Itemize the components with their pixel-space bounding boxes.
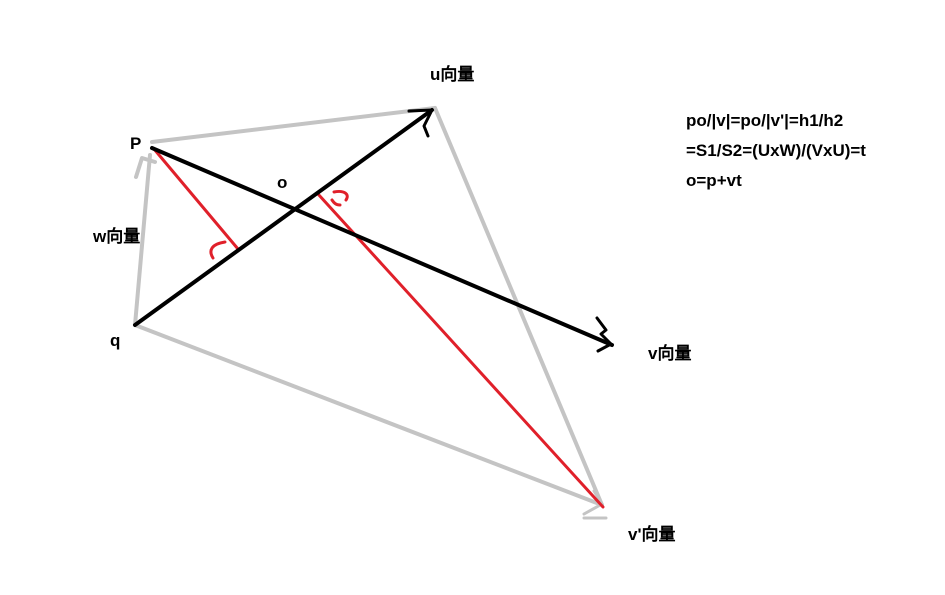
point-q-label: q bbox=[110, 331, 121, 350]
formula-block: po/|v|=po/|v'|=h1/h2 =S1/S2=(UxW)/(VxU)=… bbox=[686, 106, 866, 196]
red-perpendicular-h1 bbox=[152, 147, 240, 251]
w-vector-line bbox=[133, 153, 152, 327]
w-arrow-head bbox=[134, 156, 157, 179]
gray-edge-q-to-vprime bbox=[133, 323, 604, 507]
gray-edge-p-to-u bbox=[150, 106, 437, 144]
w-vector-label: w向量 bbox=[93, 227, 141, 246]
u-vector-line bbox=[133, 108, 434, 327]
point-p-label: P bbox=[130, 134, 142, 153]
vprime-vector-label: v'向量 bbox=[628, 525, 676, 544]
u-vector-label: u向量 bbox=[430, 65, 475, 84]
right-angle-mark-h1 bbox=[209, 240, 227, 260]
v-vector-line bbox=[150, 146, 614, 347]
right-angle-mark-h2 bbox=[330, 190, 349, 207]
red-line-to-vprime bbox=[316, 192, 605, 509]
point-o-label: o bbox=[277, 173, 288, 192]
formula-line: o=p+vt bbox=[686, 171, 742, 190]
v-vector-label: v向量 bbox=[648, 344, 692, 363]
formula-line: =S1/S2=(UxW)/(VxU)=t bbox=[686, 141, 866, 160]
formula-line: po/|v|=po/|v'|=h1/h2 bbox=[686, 111, 844, 130]
u-arrow-head bbox=[407, 108, 434, 138]
v-arrow-head bbox=[595, 316, 613, 353]
